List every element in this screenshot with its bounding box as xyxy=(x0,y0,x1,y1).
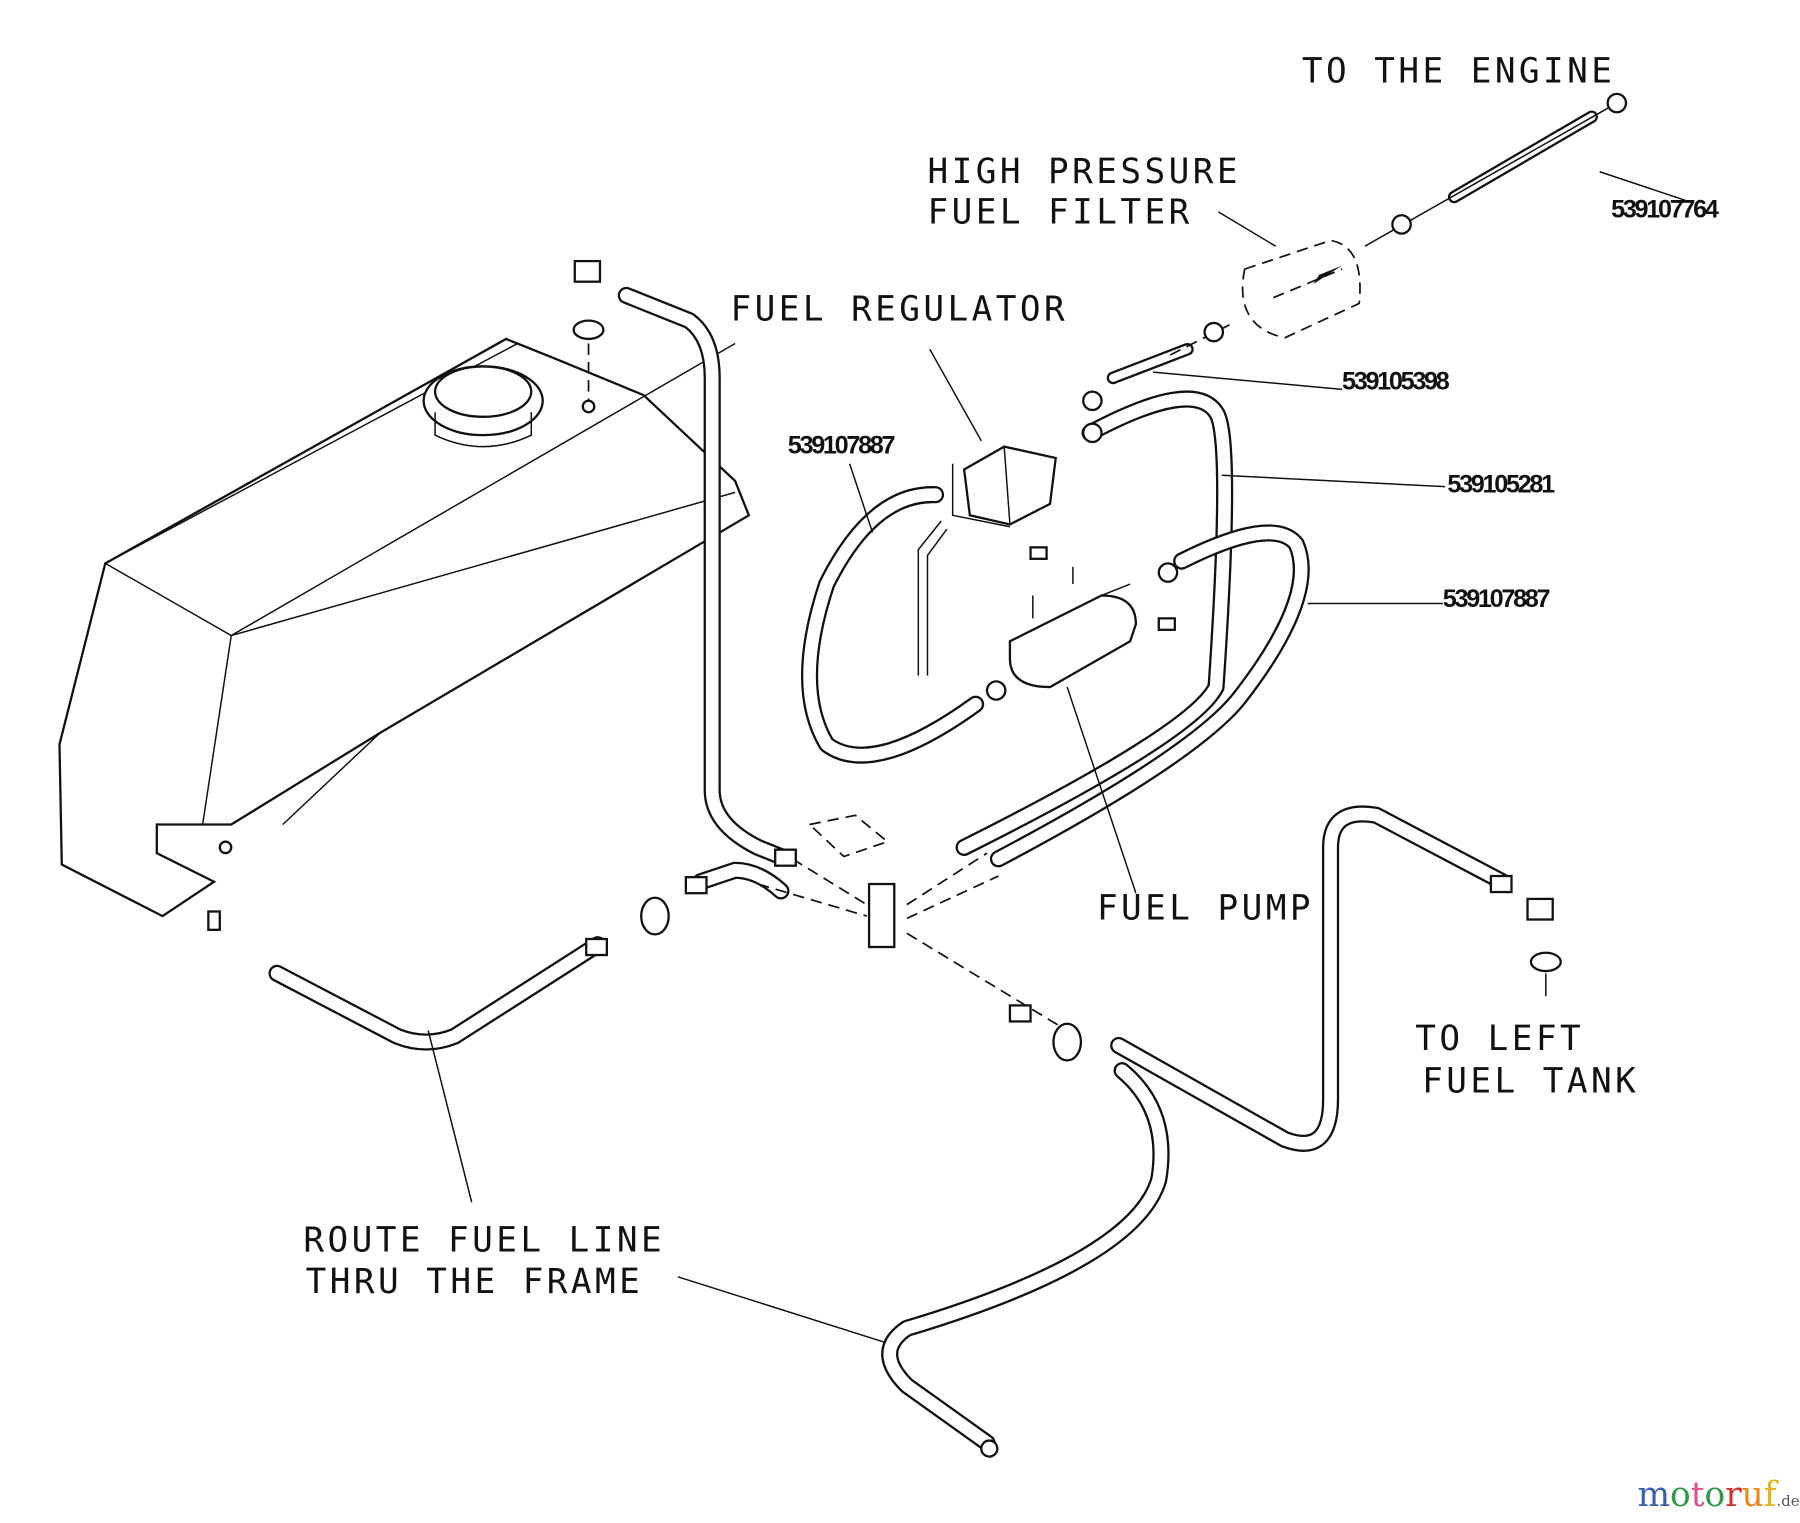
part-number-filter-hose: 539105398 xyxy=(1342,367,1450,395)
elbow-fitting-tank xyxy=(572,259,605,401)
fuel-regulator xyxy=(951,390,1103,560)
part-number-loop-hose: 539105281 xyxy=(1447,470,1555,498)
label-hp-filter-line1: HIGH PRESSURE xyxy=(927,152,1240,192)
part-number-engine-hose: 539107764 xyxy=(1611,196,1719,224)
leader-lines xyxy=(427,171,1686,1343)
label-fuel-pump: FUEL PUMP xyxy=(1097,889,1314,929)
svg-text:motoruf.de: motoruf.de xyxy=(1637,1475,1799,1515)
tee-block xyxy=(207,814,1562,1458)
label-to-left-tank-line2: FUEL TANK xyxy=(1422,1061,1639,1101)
label-route-line2: THRU THE FRAME xyxy=(306,1262,644,1302)
label-to-engine: TO THE ENGINE xyxy=(1302,51,1615,91)
fuel-hoses xyxy=(268,110,1598,1452)
label-to-left-tank-line1: TO LEFT xyxy=(1415,1019,1584,1059)
fuel-tank xyxy=(58,337,751,918)
label-fuel-regulator: FUEL REGULATOR xyxy=(731,290,1069,330)
part-number-regulator-hose: 539107887 xyxy=(788,431,895,459)
label-route-line1: ROUTE FUEL LINE xyxy=(303,1221,665,1261)
high-pressure-fuel-filter xyxy=(1169,92,1628,356)
label-hp-filter-line2: FUEL FILTER xyxy=(927,192,1192,232)
motoruf-watermark: motoruf.de xyxy=(1637,1475,1799,1515)
part-number-pump-hose: 539107887 xyxy=(1443,585,1550,613)
fuel-pump xyxy=(985,562,1179,701)
